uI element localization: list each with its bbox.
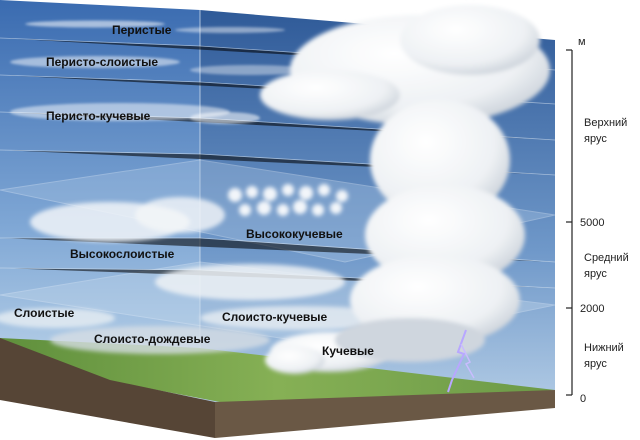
upper-clouds <box>10 20 310 124</box>
tier-middle-line1: Средний <box>584 252 629 264</box>
anvil-top <box>400 5 540 75</box>
scale-mark-2000: 2000 <box>580 303 604 315</box>
altitude-scale: м 5000 2000 0 Верхний ярус Средний ярус … <box>566 36 629 405</box>
tier-lower-line2: ярус <box>584 358 607 370</box>
cirrocumulus-patch <box>10 103 230 121</box>
cirrocumulus-patch <box>190 112 260 124</box>
lightning-bolt <box>460 343 475 379</box>
stratus-layer <box>0 308 115 328</box>
earth-side <box>215 390 555 438</box>
label-cumulus: Кучевые <box>322 344 374 358</box>
cirrus-streak <box>25 20 165 28</box>
tier-upper-line1: Верхний <box>584 117 627 129</box>
label-cirrocumulus: Перисто-кучевые <box>46 109 151 123</box>
lower-clouds <box>0 306 400 374</box>
label-altocumulus: Высококучевые <box>246 227 343 241</box>
nimbostratus-layer <box>50 326 270 354</box>
cirrus-streak <box>175 27 285 33</box>
cumulus-cloud <box>265 346 325 374</box>
middle-clouds <box>30 184 348 300</box>
cirrostratus-veil <box>190 65 310 75</box>
label-stratus: Слоистые <box>14 306 75 320</box>
stratocumulus-low <box>200 306 400 330</box>
label-cirrus: Перистые <box>112 23 172 37</box>
label-altostratus: Высокослоистые <box>70 247 175 261</box>
altocumulus-field <box>228 184 348 216</box>
scale-mark-5000: 5000 <box>580 217 604 229</box>
tower-base <box>335 318 485 362</box>
altostratus-mass <box>135 197 225 233</box>
label-nimbostratus: Слоисто-дождевые <box>94 332 211 346</box>
tier-lower-line1: Нижний <box>584 342 624 354</box>
cumulonimbus-tower <box>260 5 550 362</box>
earth-front <box>0 338 215 438</box>
label-cirrostratus: Перисто-слоистые <box>46 55 158 69</box>
tier-upper-line2: ярус <box>584 133 607 145</box>
anvil-top <box>260 70 400 120</box>
tier-middle-line2: ярус <box>584 268 607 280</box>
label-stratocumulus: Слоисто-кучевые <box>222 310 328 324</box>
scale-mark-0: 0 <box>580 393 586 405</box>
stratocumulus-mass <box>155 264 345 300</box>
scale-unit: м <box>578 36 586 48</box>
cloud-labels: Перистые Перисто-слоистые Перисто-кучевы… <box>14 23 374 358</box>
cirrostratus-veil <box>10 56 180 68</box>
